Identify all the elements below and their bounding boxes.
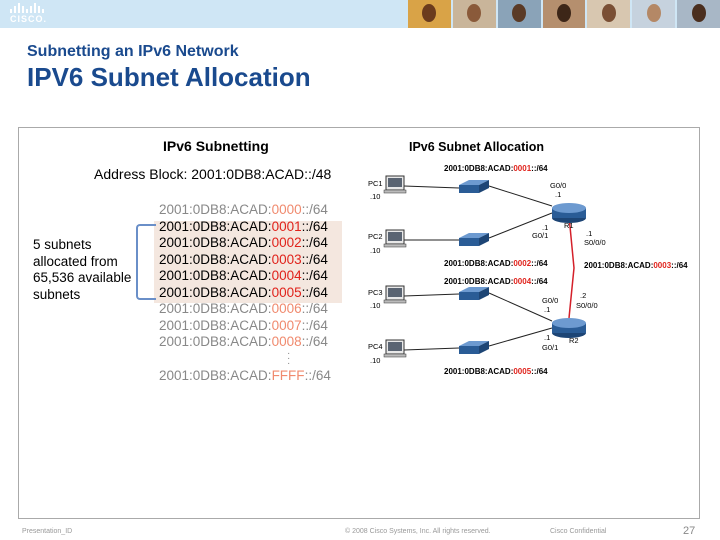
bracket-tip-bottom [148, 298, 156, 300]
pc1-host: .10 [370, 192, 380, 201]
net-label-0003: 2001:0DB8:ACAD:0003::/64 [584, 261, 688, 270]
r2-g01-host: .1 [544, 333, 550, 342]
link-s4-r2 [488, 327, 553, 347]
header-photo [542, 0, 586, 28]
topology-links [403, 185, 575, 351]
subnet-row: 2001:0DB8:ACAD:0000::/64 [159, 202, 328, 217]
router-r1-icon [552, 203, 586, 223]
address-block: Address Block: 2001:0DB8:ACAD::/48 [94, 166, 332, 182]
cisco-logo-text: CISCO. [10, 14, 48, 24]
cisco-logo: CISCO. [8, 3, 48, 25]
network-topology: R1 R2 2001:0DB8:ACAD:0001::/64 2001:0DB8… [368, 164, 688, 376]
net-label-0005: 2001:0DB8:ACAD:0005::/64 [444, 367, 548, 376]
switch-icons [459, 180, 489, 354]
allocation-heading: IPv6 Subnet Allocation [409, 140, 544, 154]
header-photo [452, 0, 496, 28]
r1-g00-host: .1 [555, 190, 561, 199]
link-pc1-switch [403, 185, 460, 189]
footer-copyright: © 2008 Cisco Systems, Inc. All rights re… [345, 528, 491, 535]
allocation-note: 5 subnets allocated from 65,536 availabl… [33, 237, 132, 302]
net-label-0001: 2001:0DB8:ACAD:0001::/64 [444, 164, 548, 173]
header-band: CISCO. [0, 0, 720, 28]
switch1-icon [459, 180, 489, 193]
r2-s000-label: S0/0/0 [576, 301, 598, 310]
pc2-label: PC2 [368, 232, 383, 241]
header-photo [677, 0, 720, 28]
switch3-icon [459, 287, 489, 300]
switch2-icon [459, 233, 489, 246]
r1-g00-label: G0/0 [550, 181, 566, 190]
r1-g01-host: .1 [542, 223, 548, 232]
subnetting-heading: IPv6 Subnetting [163, 138, 269, 154]
link-s1-r1 [488, 185, 553, 207]
pc3-icon [383, 285, 407, 304]
router-r2-icon [552, 318, 586, 338]
pc3-label: PC3 [368, 288, 383, 297]
header-photo [632, 0, 676, 28]
link-s2-r1 [488, 212, 553, 239]
footer-presentation-id: Presentation_ID [22, 528, 73, 535]
subnet-row: 2001:0DB8:ACAD:0002::/64 [159, 235, 328, 250]
switch4-icon [459, 341, 489, 354]
subnet-row: 2001:0DB8:ACAD:0007::/64 [159, 317, 328, 333]
link-serial [568, 215, 575, 319]
subnet-row: 2001:0DB8:ACAD:0006::/64 [159, 301, 328, 316]
header-photo [408, 0, 451, 28]
pc1-icon [383, 175, 407, 194]
pc1-label: PC1 [368, 179, 383, 188]
pc4-host: .10 [370, 356, 380, 365]
net-label-0004: 2001:0DB8:ACAD:0004::/64 [444, 277, 548, 286]
subnet-row: 2001:0DB8:ACAD:0004::/64 [159, 268, 328, 283]
router-r2-label: R2 [569, 336, 579, 345]
r1-s000-label: S0/0/0 [584, 238, 606, 247]
link-s3-r2 [488, 292, 553, 322]
slide-title: IPV6 Subnet Allocation [27, 62, 311, 92]
net-label-0002: 2001:0DB8:ACAD:0002::/64 [444, 259, 548, 268]
subnet-row: 2001:0DB8:ACAD:0003::/64 [159, 251, 328, 267]
subnet-list: 2001:0DB8:ACAD:0000::/64 2001:0DB8:ACAD:… [159, 202, 349, 351]
pc-icons [383, 175, 407, 358]
r1-g01-label: G0/1 [532, 231, 548, 240]
subnet-row: 2001:0DB8:ACAD:0008::/64 [159, 334, 328, 349]
r2-s000-host: .2 [580, 291, 586, 300]
subnet-row: 2001:0DB8:ACAD:0001::/64 [159, 218, 328, 234]
pc3-host: .10 [370, 301, 380, 310]
slide-subtitle: Subnetting an IPv6 Network [27, 43, 239, 60]
figure-frame: IPv6 Subnetting Address Block: 2001:0DB8… [18, 127, 700, 519]
r2-g00-host: .1 [544, 305, 550, 314]
subnet-row: 2001:0DB8:ACAD:0005::/64 [159, 284, 328, 300]
header-photo [497, 0, 541, 28]
cisco-logo-bars [8, 3, 48, 13]
pc4-icon [383, 339, 407, 358]
router-r1-label: R1 [564, 221, 574, 230]
pc2-icon [383, 229, 407, 248]
subnet-row-last: 2001:0DB8:ACAD:FFFF::/64 [159, 368, 331, 383]
r2-g00-label: G0/0 [542, 296, 558, 305]
header-photo-strip [408, 0, 720, 28]
footer-confidential: Cisco Confidential [550, 528, 607, 535]
subnets-bracket [136, 224, 148, 300]
page-number: 27 [683, 525, 696, 537]
link-pc3-switch [403, 293, 460, 297]
header-photo [587, 0, 631, 28]
allocated-subnets-highlight [154, 221, 342, 303]
ellipsis-dots: ··· [287, 348, 291, 369]
r1-s000-host: .1 [586, 229, 592, 238]
pc2-host: .10 [370, 246, 380, 255]
pc4-label: PC4 [368, 342, 383, 351]
link-pc4-switch [403, 347, 460, 351]
bracket-tip-top [148, 224, 156, 226]
r2-g01-label: G0/1 [542, 343, 558, 352]
